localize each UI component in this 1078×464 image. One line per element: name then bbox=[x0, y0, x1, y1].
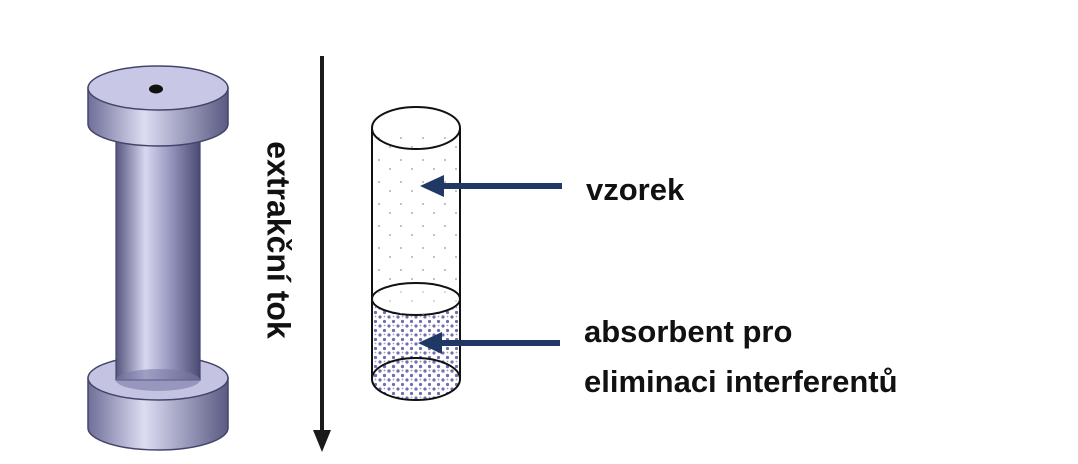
spe-column-icon bbox=[87, 65, 229, 451]
sample-label: vzorek bbox=[586, 172, 685, 207]
cartridge-tube-icon bbox=[371, 106, 461, 401]
absorbent-label-line1: absorbent pro bbox=[584, 314, 793, 349]
absorbent-label-line2: eliminaci interferentů bbox=[584, 364, 898, 399]
sample-pointer-arrow bbox=[420, 175, 562, 197]
flow-arrow bbox=[313, 56, 331, 452]
flow-label: extrakční tok bbox=[260, 141, 297, 339]
absorbent-pointer-arrow bbox=[418, 332, 560, 354]
